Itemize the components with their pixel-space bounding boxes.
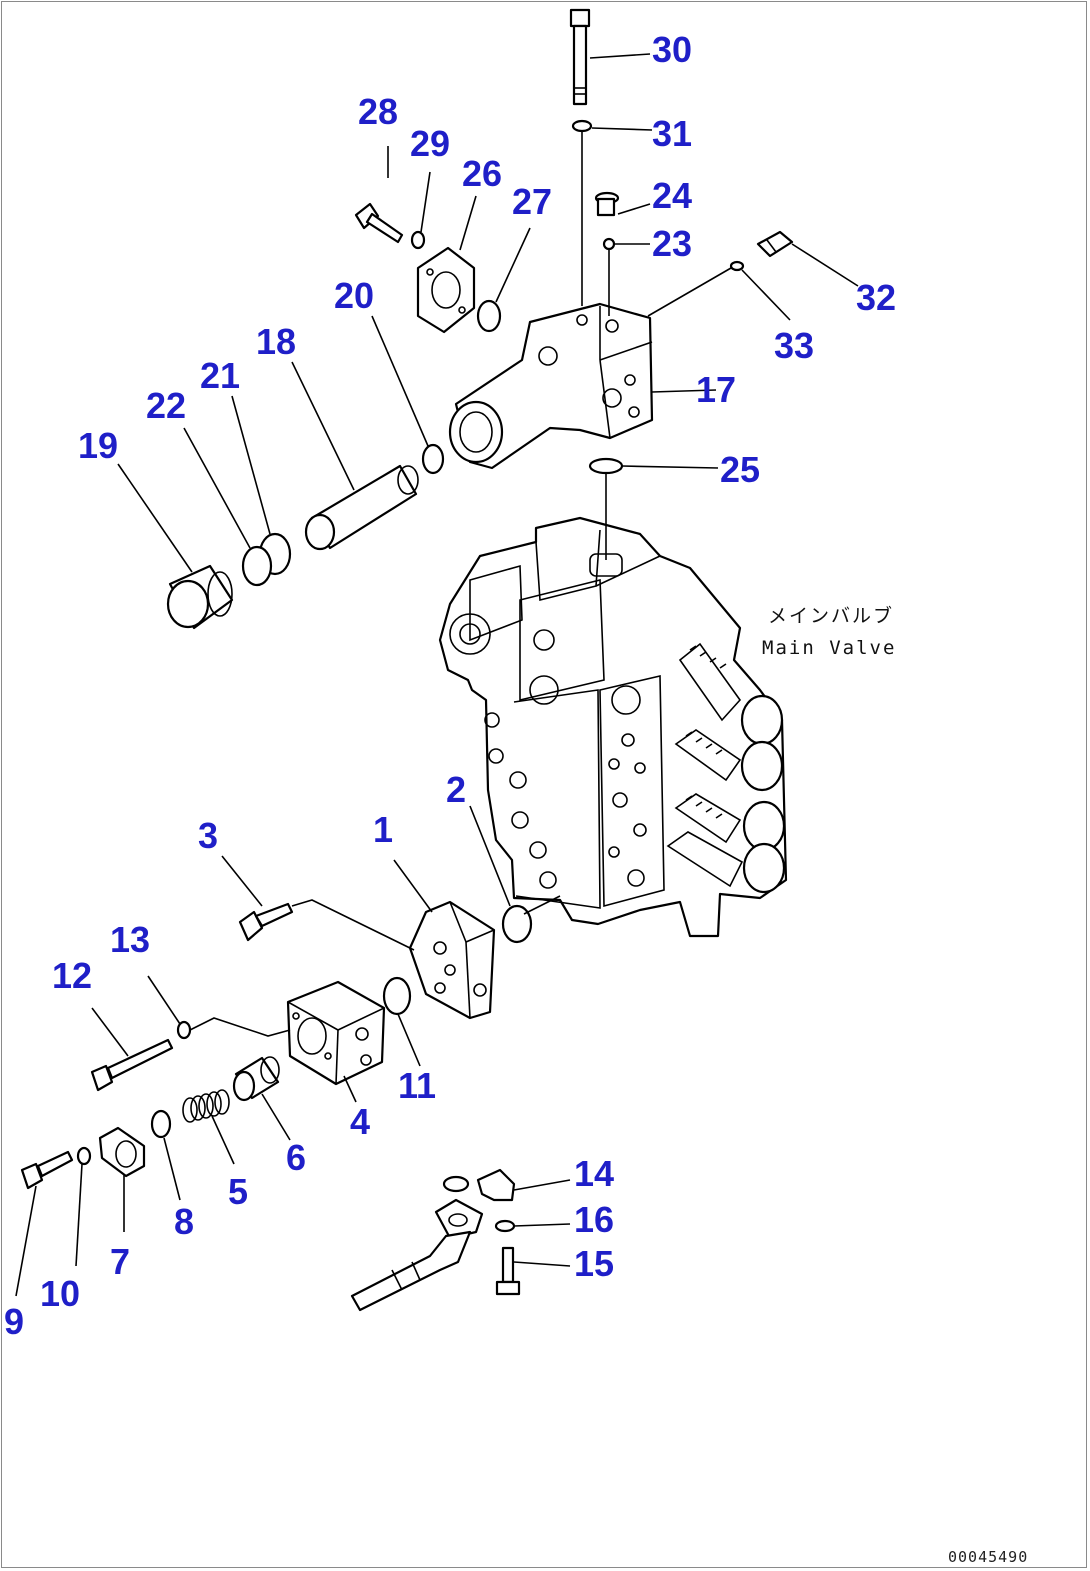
callout-16: 16	[574, 1199, 614, 1240]
callout-7: 7	[110, 1241, 130, 1282]
part-washer-16	[494, 1219, 516, 1233]
callout-21: 21	[200, 355, 240, 396]
part-spring-5	[182, 1089, 230, 1123]
part-plug-19	[166, 564, 234, 630]
callout-4: 4	[350, 1101, 370, 1142]
callout-numbers: 1 2 3 4 5 6 7 8 9 10 11 12 13 14 15 16 1…	[4, 29, 896, 1342]
part-housing-17	[448, 302, 654, 470]
part-washer-29	[410, 230, 426, 250]
main-valve-label-jp: メインバルブ	[768, 604, 894, 627]
part-oring-25	[588, 457, 624, 475]
callout-19: 19	[78, 425, 118, 466]
callout-1: 1	[373, 809, 393, 850]
part-bolt-28	[354, 202, 404, 244]
callout-11: 11	[398, 1065, 436, 1106]
callout-14: 14	[574, 1153, 614, 1194]
part-washer-31	[571, 119, 593, 133]
callout-15: 15	[574, 1243, 614, 1284]
part-bolt-9	[20, 1150, 74, 1190]
part-oring-20	[421, 443, 445, 475]
callout-6: 6	[286, 1137, 306, 1178]
main-valve-body	[438, 516, 788, 938]
callout-23: 23	[652, 223, 692, 264]
part-washer-13	[176, 1020, 192, 1040]
part-bolt-15	[495, 1246, 521, 1296]
callout-12: 12	[52, 955, 92, 996]
part-plug-24	[594, 191, 620, 217]
part-elbow-14	[442, 1168, 516, 1202]
leader-lines	[15, 53, 859, 1297]
callout-24: 24	[652, 175, 692, 216]
callout-3: 3	[198, 815, 218, 856]
callout-25: 25	[720, 449, 760, 490]
callout-31: 31	[652, 113, 692, 154]
part-washer-10	[76, 1146, 92, 1166]
part-oring-33	[729, 260, 745, 272]
part-oring-27	[476, 299, 502, 333]
part-bolt-3	[238, 902, 294, 942]
callout-28: 28	[358, 91, 398, 132]
figure-code: 00045490	[948, 1548, 1028, 1566]
callout-20: 20	[334, 275, 374, 316]
callout-18: 18	[256, 321, 296, 362]
callout-29: 29	[410, 123, 450, 164]
callout-32: 32	[856, 277, 896, 318]
callout-30: 30	[652, 29, 692, 70]
callout-8: 8	[174, 1201, 194, 1242]
part-cap-6	[232, 1056, 280, 1102]
part-oring-11	[382, 976, 412, 1016]
part-plate-1	[408, 900, 496, 1020]
part-bolt-30	[569, 8, 591, 106]
callout-5: 5	[228, 1171, 248, 1212]
part-flange-26	[416, 246, 476, 334]
part-cover-4	[286, 980, 386, 1086]
part-bolt-12	[90, 1038, 174, 1092]
callout-27: 27	[512, 181, 552, 222]
part-spool-18	[304, 464, 419, 551]
part-oring-23	[602, 237, 616, 251]
callout-33: 33	[774, 325, 814, 366]
callout-22: 22	[146, 385, 186, 426]
part-oring-2	[501, 904, 533, 944]
callout-26: 26	[462, 153, 502, 194]
part-pipe-flange	[350, 1198, 484, 1312]
main-valve-label-en: Main Valve	[762, 637, 896, 659]
callout-17: 17	[696, 369, 736, 410]
part-cap-7	[98, 1126, 146, 1178]
callout-2: 2	[446, 769, 466, 810]
callout-10: 10	[40, 1273, 80, 1314]
callout-13: 13	[110, 919, 150, 960]
part-oring-8	[150, 1109, 172, 1139]
part-ring-22	[241, 545, 273, 587]
callout-9: 9	[4, 1301, 24, 1342]
part-sensor-32	[756, 230, 794, 258]
